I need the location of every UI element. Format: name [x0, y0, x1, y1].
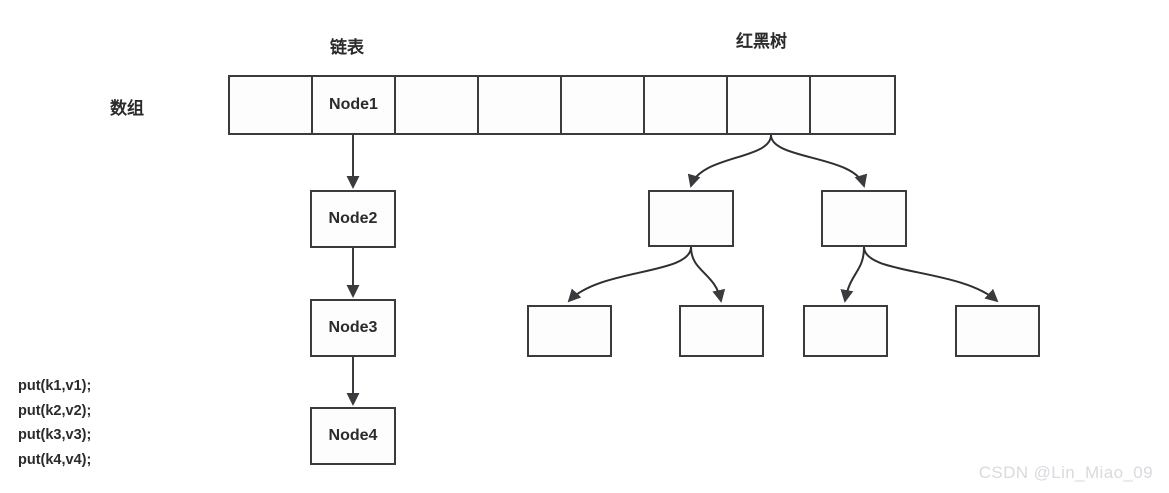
code-line-4: put(k4,v4); — [18, 451, 92, 468]
array-row: Node1 — [228, 75, 896, 135]
csdn-watermark: CSDN @Lin_Miao_09 — [978, 463, 1153, 482]
array-cell-0[interactable] — [230, 77, 313, 133]
red-black-tree-title: 红黑树 — [736, 32, 787, 52]
array-cell-2[interactable] — [396, 77, 479, 133]
array-cell-6[interactable] — [728, 77, 811, 133]
edge-level1right-to-leaf3 — [840, 246, 865, 303]
linked-list-node-2[interactable]: Node2 — [310, 190, 396, 248]
edge-level1right-to-leaf4 — [863, 246, 999, 303]
edge-array-to-tree-left — [687, 134, 772, 188]
edge-level1left-to-leaf2 — [690, 246, 726, 303]
array-cell-7[interactable] — [811, 77, 894, 133]
array-cell-5[interactable] — [645, 77, 728, 133]
array-cell-4[interactable] — [562, 77, 645, 133]
array-cell-3[interactable] — [479, 77, 562, 133]
array-cell-1[interactable]: Node1 — [313, 77, 396, 133]
code-line-3: put(k3,v3); — [18, 427, 92, 443]
tree-node-level1-right[interactable] — [821, 190, 907, 247]
edge-level1left-to-leaf1 — [567, 246, 692, 303]
array-label: 数组 — [110, 99, 144, 119]
code-line-2: put(k2,v2); — [18, 402, 92, 419]
linked-list-node-3[interactable]: Node3 — [310, 299, 396, 357]
tree-node-leaf-1[interactable] — [527, 305, 612, 357]
put-code-block: put(k1,v1); put(k2,v2); put(k3,v3); put(… — [18, 374, 91, 472]
linked-list-title: 链表 — [330, 38, 364, 58]
edge-array-to-tree-right — [770, 134, 868, 188]
tree-node-leaf-2[interactable] — [679, 305, 764, 357]
tree-node-leaf-4[interactable] — [955, 305, 1040, 357]
tree-node-leaf-3[interactable] — [803, 305, 888, 357]
linked-list-node-4[interactable]: Node4 — [310, 407, 396, 465]
code-line-1: put(k1,v1); — [18, 378, 92, 394]
tree-node-level1-left[interactable] — [648, 190, 734, 247]
